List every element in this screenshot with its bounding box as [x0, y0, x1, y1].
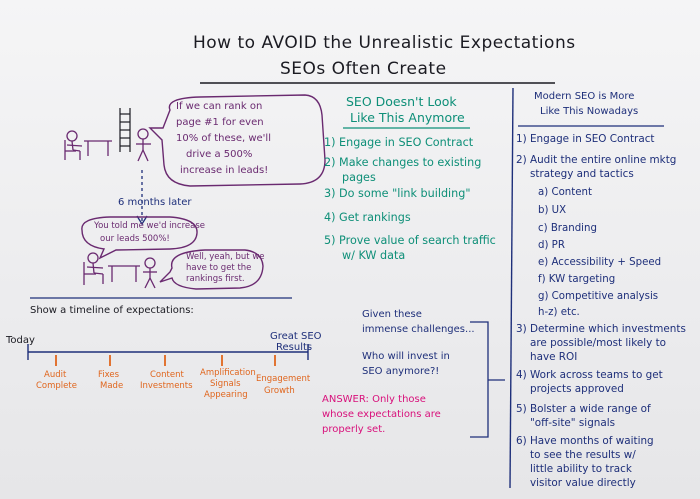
middle-list-item: 1) Engage in SEO Contract [324, 136, 474, 149]
right-list-item: 2) Audit the entire online mktg [516, 154, 677, 166]
milestone-label: Fixes [98, 370, 120, 380]
answer-line: Only those [368, 394, 426, 405]
right-sub-item: a) Content [538, 187, 592, 198]
right-list-item: have ROI [530, 351, 578, 363]
middle-list-item: w/ KW data [342, 249, 406, 262]
middle-list-item: 3) Do some "link building" [324, 187, 471, 200]
presentation-stand [119, 108, 131, 152]
challenge-line: Who will invest in [362, 351, 450, 362]
right-list-item: little ability to track [530, 463, 632, 475]
speech-bubble-1-shape [148, 94, 326, 187]
milestone-label: Investments [140, 381, 193, 391]
bubble-1-line: drive a 500% [186, 149, 253, 160]
milestone-label: Engagement [256, 374, 311, 384]
right-list-item: are possible/most likely to [530, 337, 667, 349]
right-list-item: projects approved [530, 383, 624, 395]
answer-line: properly set. [322, 424, 386, 435]
timeline-end-label: Results [276, 342, 313, 353]
timeline-heading: Show a timeline of expectations: [30, 305, 194, 316]
answer-line: whose expectations are [322, 409, 441, 420]
right-list-item: 1) Engage in SEO Contract [516, 133, 655, 145]
right-list-item: "off-site" signals [530, 417, 616, 429]
milestone-label: Audit [44, 370, 67, 380]
right-sub-item: g) Competitive analysis [538, 291, 659, 302]
milestone-label: Complete [36, 381, 77, 391]
challenge-line: immense challenges... [362, 324, 475, 335]
milestone-label: Amplification [200, 368, 256, 378]
right-column-divider [509, 87, 514, 489]
timeline-ticks [55, 355, 276, 366]
milestone-label: Content [150, 370, 184, 380]
challenge-bracket [470, 321, 505, 438]
bubble-3-line: rankings first. [186, 274, 245, 284]
right-list-item: 6) Have months of waiting [516, 435, 654, 447]
upper-scene [64, 128, 151, 162]
challenge-line: Given these [362, 309, 422, 320]
milestone-label: Appearing [204, 390, 248, 400]
right-sub-item: f) KW targeting [538, 274, 616, 285]
bubble-1-line: 10% of these, we'll [176, 133, 271, 144]
bubble-1-line: increase in leads! [180, 165, 269, 176]
right-sub-item: c) Branding [538, 223, 597, 234]
speech-bubble-3-shape [159, 249, 264, 290]
middle-list-item: pages [342, 171, 376, 184]
right-sub-item: e) Accessibility + Speed [538, 257, 662, 268]
middle-heading: SEO Doesn't Look [346, 94, 457, 109]
timeline-end-label: Great SEO [270, 331, 322, 342]
lower-scene [83, 252, 157, 289]
answer-label: ANSWER: [322, 394, 369, 405]
challenge-line: SEO anymore?! [362, 366, 440, 377]
bubble-2-line: You told me we'd increase [94, 221, 205, 231]
middle-list-item: 5) Prove value of search traffic [324, 234, 496, 247]
timeline-start-label: Today [6, 335, 35, 346]
middle-list-item: 2) Make changes to existing [324, 156, 482, 169]
right-list-item: 5) Bolster a wide range of [516, 403, 651, 415]
page-subtitle: SEOs Often Create [280, 59, 447, 79]
middle-list-item: 4) Get rankings [324, 211, 411, 224]
page-title: How to AVOID the Unrealistic Expectation… [193, 33, 576, 53]
right-list-item: to see the results w/ [530, 449, 636, 461]
right-list-item: strategy and tactics [530, 168, 634, 180]
right-list-item: visitor value directly [530, 477, 636, 489]
right-sub-item: h-z) etc. [538, 307, 580, 318]
right-heading: Modern SEO is More [534, 91, 635, 102]
right-list-item: 3) Determine which investments [516, 323, 686, 335]
milestone-label: Made [100, 381, 124, 391]
right-list-item: 4) Work across teams to get [516, 369, 663, 381]
bubble-3-line: Well, yeah, but we [186, 252, 265, 262]
bubble-2-line: our leads 500%! [100, 234, 170, 244]
right-sub-item: d) PR [538, 240, 565, 251]
bubble-3-line: have to get the [186, 263, 252, 273]
right-heading: Like This Nowadays [540, 106, 639, 117]
right-sub-item: b) UX [538, 205, 567, 216]
bubble-1-line: If we can rank on [176, 101, 263, 112]
speech-bubble-2-shape [81, 216, 198, 260]
middle-heading: Like This Anymore [350, 110, 465, 125]
milestone-label: Signals [210, 379, 241, 389]
milestone-label: Growth [264, 386, 295, 396]
time-label: 6 months later [118, 197, 192, 208]
bubble-1-line: page #1 for even [176, 117, 264, 128]
timeline [27, 344, 309, 360]
